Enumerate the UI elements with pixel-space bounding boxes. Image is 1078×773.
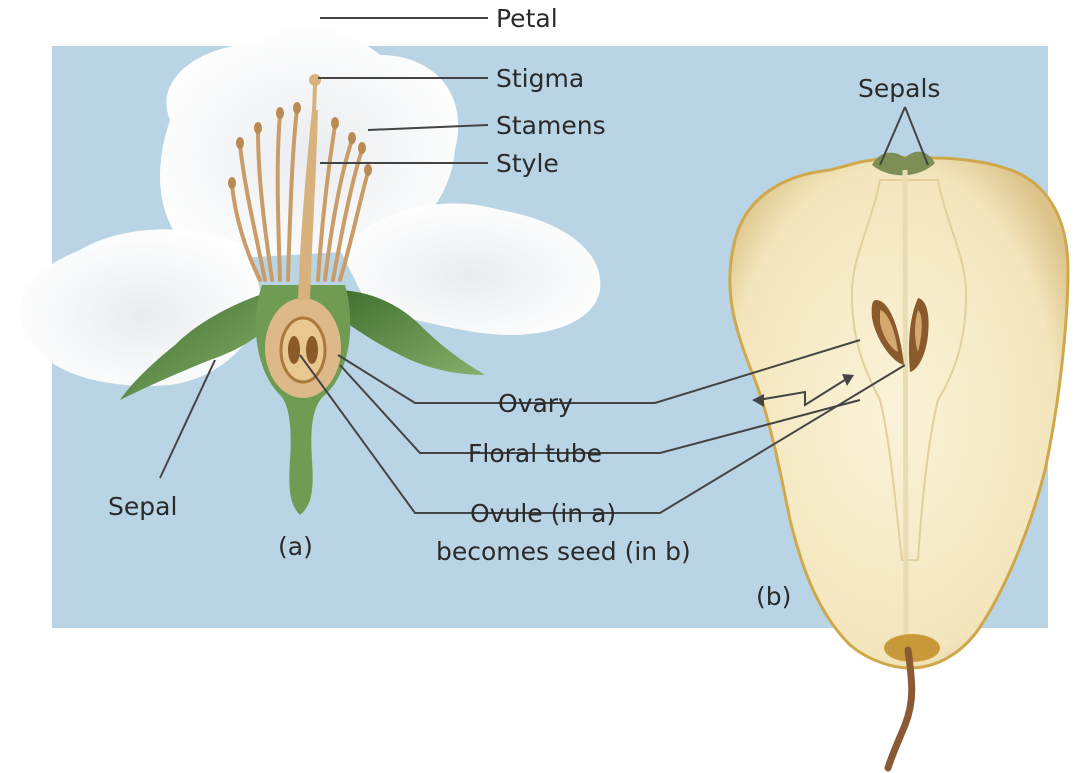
- label-sepal: Sepal: [108, 492, 177, 521]
- label-style: Style: [496, 149, 559, 178]
- stigma-head: [309, 74, 321, 86]
- ovule-left: [288, 336, 300, 364]
- label-sepals: Sepals: [858, 74, 940, 103]
- label-petal: Petal: [496, 4, 558, 33]
- label-ovule-line1: Ovule (in a): [470, 499, 616, 528]
- label-ovule-line2: becomes seed (in b): [436, 537, 691, 566]
- label-stigma: Stigma: [496, 64, 584, 93]
- ovule-right: [306, 336, 318, 364]
- pear-illustration: [730, 152, 1068, 768]
- label-stamens: Stamens: [496, 111, 606, 140]
- label-floral-tube: Floral tube: [468, 439, 602, 468]
- label-ovary: Ovary: [498, 389, 573, 418]
- label-panel-a: (a): [278, 532, 313, 561]
- label-panel-b: (b): [756, 582, 791, 611]
- ovary-chamber: [281, 318, 325, 382]
- pear-central-vein: [905, 170, 906, 650]
